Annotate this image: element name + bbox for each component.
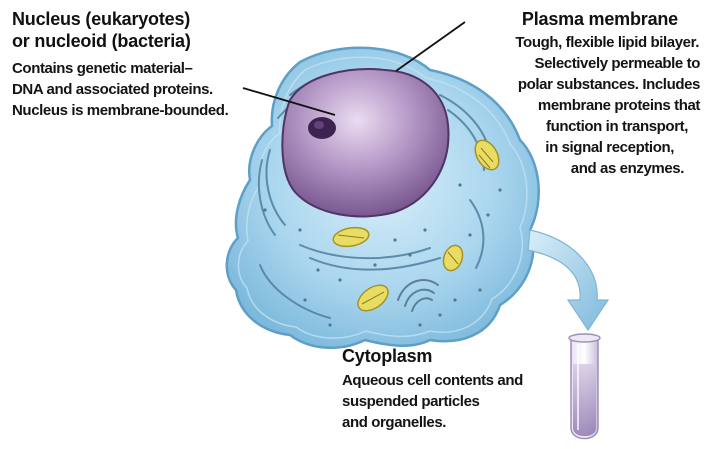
nucleus-desc-line: Nucleus is membrane-bounded.	[12, 100, 228, 121]
membrane-desc-line: membrane proteins that	[515, 95, 700, 116]
nucleus-label-group: Nucleus (eukaryotes) or nucleoid (bacter…	[12, 8, 228, 121]
nucleus-title-line-2: or nucleoid (bacteria)	[12, 30, 228, 52]
membrane-description: Tough, flexible lipid bilayer. Selective…	[515, 32, 700, 179]
nucleus-desc-line: DNA and associated proteins.	[12, 79, 228, 100]
flow-arrow	[528, 230, 608, 330]
membrane-leader-line	[396, 22, 465, 71]
cytoplasm-desc-line: Aqueous cell contents and	[342, 370, 523, 391]
membrane-desc-line: function in transport,	[515, 116, 688, 137]
cytoplasm-desc-line: suspended particles	[342, 391, 523, 412]
cytoplasm-desc-line: and organelles.	[342, 412, 523, 433]
cytoplasm-title: Cytoplasm	[342, 345, 523, 367]
nucleus-desc-line: Contains genetic material–	[12, 58, 228, 79]
test-tube	[569, 334, 600, 439]
membrane-desc-line: Tough, flexible lipid bilayer.	[515, 32, 699, 53]
nucleus	[282, 69, 448, 216]
membrane-title: Plasma membrane	[515, 8, 678, 30]
cytoplasm-label-group: Cytoplasm Aqueous cell contents and susp…	[342, 345, 523, 433]
nucleus-description: Contains genetic material– DNA and assoc…	[12, 58, 228, 121]
membrane-desc-line: and as enzymes.	[515, 158, 684, 179]
cytoplasm-description: Aqueous cell contents and suspended part…	[342, 370, 523, 433]
nucleus-title-line-1: Nucleus (eukaryotes)	[12, 8, 228, 30]
membrane-desc-line: polar substances. Includes	[515, 74, 700, 95]
membrane-label-group: Plasma membrane Tough, flexible lipid bi…	[515, 8, 700, 179]
membrane-desc-line: in signal reception,	[515, 137, 674, 158]
membrane-desc-line: Selectively permeable to	[515, 53, 700, 74]
